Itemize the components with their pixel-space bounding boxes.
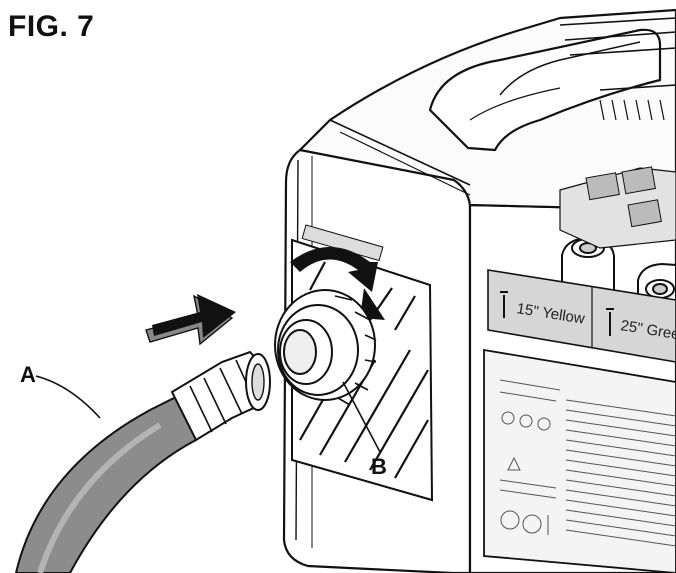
leader-lines [35, 375, 381, 453]
hose-label-strip: 15" Yellow 25" Green [487, 269, 676, 363]
warning-label-plate [483, 348, 676, 573]
figure-title: FIG. 7 [8, 10, 95, 43]
garden-hose [14, 350, 271, 573]
nozzle-holders [559, 166, 676, 333]
callout-b: B [371, 454, 387, 479]
nozzle-icon [500, 291, 614, 336]
inlet-fitting [274, 289, 377, 406]
push-arrow-icon [145, 294, 236, 346]
callout-a: A [20, 362, 36, 387]
